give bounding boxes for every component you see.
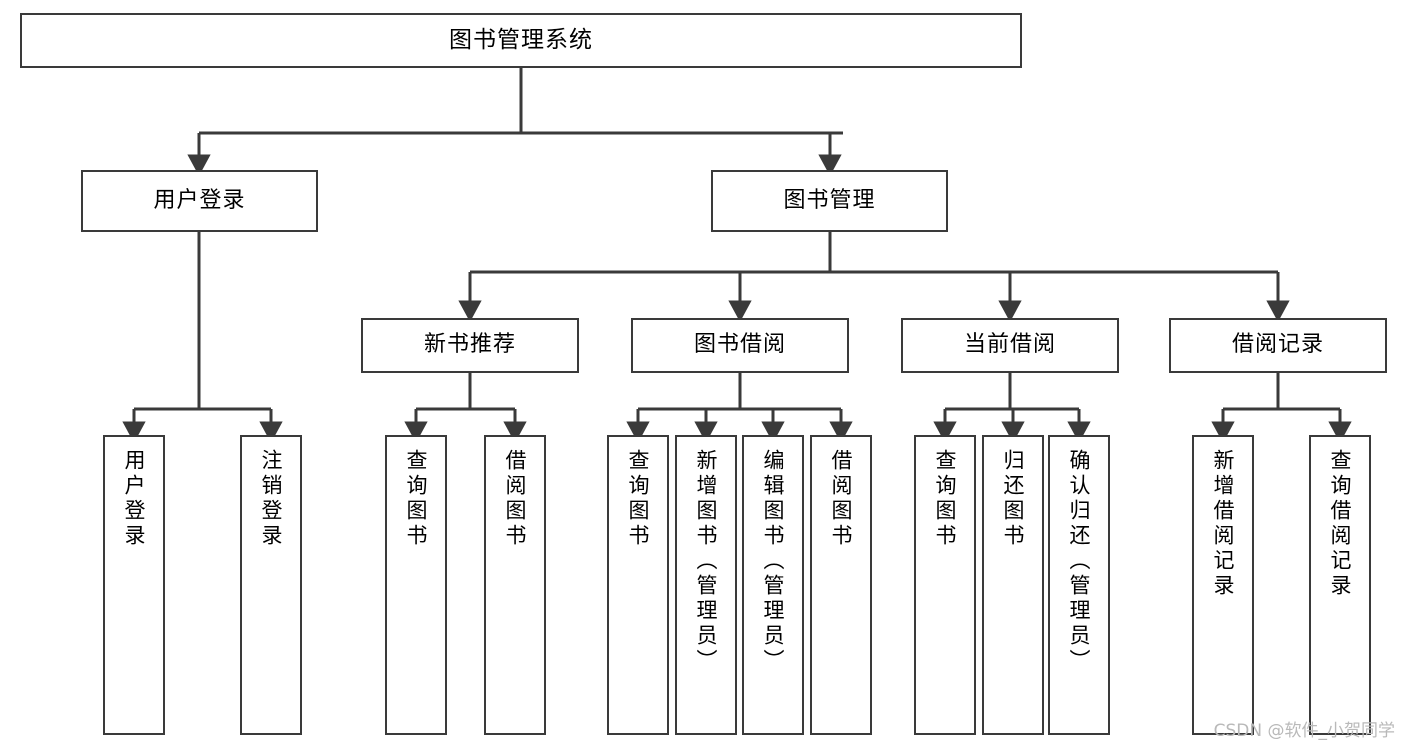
node-label: 新增借阅记录 xyxy=(1211,449,1236,599)
node-label: 归还图书 xyxy=(1001,449,1026,549)
leaf-book-borrow-add-book-admin[interactable]: 新增图书（管理员） xyxy=(675,435,737,735)
leaf-new-book-borrow-book[interactable]: 借阅图书 xyxy=(484,435,546,735)
csdn-watermark: CSDN @软件_小贺同学 xyxy=(1213,721,1395,741)
node-label: 新书推荐 xyxy=(423,332,516,358)
leaf-current-borrow-return-book[interactable]: 归还图书 xyxy=(982,435,1044,735)
node-label: 借阅图书 xyxy=(829,449,854,549)
leaf-current-borrow-query-book[interactable]: 查询图书 xyxy=(914,435,976,735)
leaf-borrow-record-add-record[interactable]: 新增借阅记录 xyxy=(1192,435,1254,735)
node-label: 查询图书 xyxy=(404,449,429,549)
leaf-book-borrow-query-book[interactable]: 查询图书 xyxy=(607,435,669,735)
node-label: 借阅图书 xyxy=(503,449,528,549)
node-label: 当前借阅 xyxy=(963,332,1056,358)
leaf-current-borrow-confirm-return-admin[interactable]: 确认归还（管理员） xyxy=(1048,435,1110,735)
node-label: 确认归还（管理员） xyxy=(1067,449,1092,674)
node-root-book-management-system[interactable]: 图书管理系统 xyxy=(20,13,1022,68)
node-new-book-recommend[interactable]: 新书推荐 xyxy=(361,318,579,373)
node-user-login[interactable]: 用户登录 xyxy=(81,170,318,232)
leaf-new-book-query-book[interactable]: 查询图书 xyxy=(385,435,447,735)
node-borrow-record[interactable]: 借阅记录 xyxy=(1169,318,1387,373)
node-label: 图书管理 xyxy=(783,187,876,213)
node-label: 查询图书 xyxy=(933,449,958,549)
node-label: 编辑图书（管理员） xyxy=(761,449,786,674)
node-label: 查询借阅记录 xyxy=(1328,449,1353,599)
leaf-borrow-record-query-record[interactable]: 查询借阅记录 xyxy=(1309,435,1371,735)
node-label: 注销登录 xyxy=(259,449,284,549)
leaf-book-borrow-borrow-book[interactable]: 借阅图书 xyxy=(810,435,872,735)
node-label: 用户登录 xyxy=(122,449,147,549)
leaf-book-borrow-edit-book-admin[interactable]: 编辑图书（管理员） xyxy=(742,435,804,735)
node-label: 借阅记录 xyxy=(1231,332,1324,358)
node-label: 用户登录 xyxy=(153,187,246,213)
leaf-user-login-logout[interactable]: 注销登录 xyxy=(240,435,302,735)
leaf-user-login-login[interactable]: 用户登录 xyxy=(103,435,165,735)
node-label: 图书借阅 xyxy=(693,332,786,358)
node-current-borrow[interactable]: 当前借阅 xyxy=(901,318,1119,373)
node-book-borrow[interactable]: 图书借阅 xyxy=(631,318,849,373)
node-book-management[interactable]: 图书管理 xyxy=(711,170,948,232)
node-label: 新增图书（管理员） xyxy=(694,449,719,674)
node-label: 图书管理系统 xyxy=(449,26,593,53)
node-label: 查询图书 xyxy=(626,449,651,549)
